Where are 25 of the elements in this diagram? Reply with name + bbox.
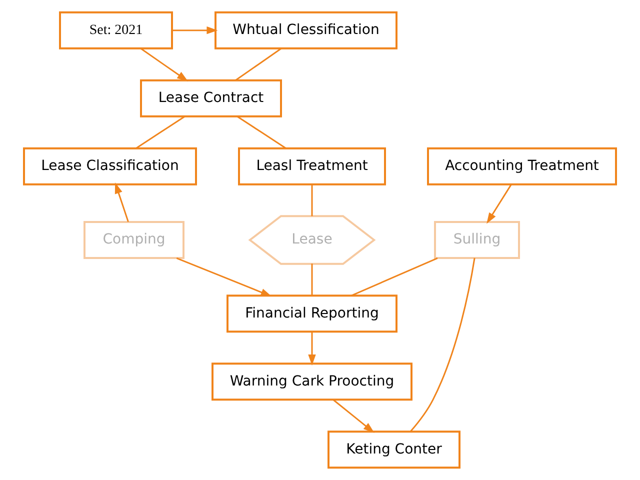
connector [410, 258, 476, 432]
arrow [172, 26, 218, 34]
node-box: Keting Conter [328, 430, 460, 469]
arrow [114, 182, 129, 222]
connector [311, 184, 313, 216]
arrow [486, 184, 512, 224]
arrow [308, 332, 316, 366]
node-box: Lease Contract [140, 79, 282, 118]
connector [311, 264, 313, 296]
node-box: Financial Reporting [226, 294, 398, 333]
arrow [333, 399, 374, 433]
node-box: Whtual Clessification [214, 11, 398, 50]
node-box: Lease Classification [23, 147, 197, 186]
node-box: Comping [84, 221, 184, 259]
node-box: Accounting Treatment [427, 147, 617, 186]
connector [235, 48, 282, 81]
arrow [176, 257, 272, 296]
connector [236, 116, 286, 149]
node-box: Set: 2021 [59, 11, 173, 50]
node-box: Leasl Treatment [238, 147, 386, 186]
arrow [140, 48, 188, 82]
connector [136, 116, 186, 149]
node-box: Sulling [434, 221, 520, 259]
node-box: Warning Cark Proocting [212, 362, 412, 401]
connector [350, 257, 438, 296]
